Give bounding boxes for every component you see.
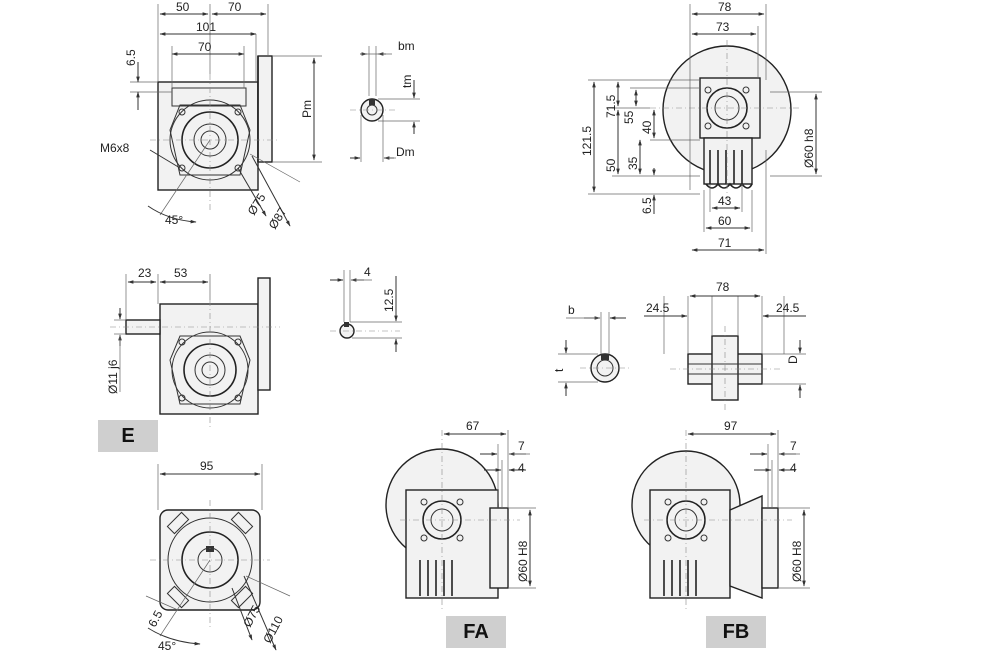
- label-e: E: [98, 420, 158, 452]
- label-fa: FA: [446, 616, 506, 648]
- dim-m6x8: M6x8: [100, 141, 130, 155]
- dim-35: 35: [626, 156, 640, 170]
- dim-24-5-right: 24.5: [776, 301, 800, 315]
- key-detail-e: 4 12.5: [330, 265, 402, 352]
- dim-bm: bm: [398, 39, 415, 53]
- hollow-shaft-view: b t 24.5 78 24.5 D: [552, 280, 806, 410]
- dim-6-5-right: 6.5: [640, 197, 654, 214]
- dim-4-key: 4: [364, 265, 371, 279]
- dim-D: D: [786, 355, 800, 364]
- dim-70-top: 70: [228, 0, 242, 14]
- fa-view: 67 7 4 Ø60 H8: [385, 419, 536, 610]
- angle-45: 45°: [165, 213, 183, 227]
- dim-70: 70: [198, 40, 212, 54]
- dim-t: t: [552, 368, 566, 372]
- dim-78-hollow: 78: [716, 280, 730, 294]
- dim-d60-h8-fa: Ø60 H8: [516, 540, 530, 582]
- dim-43: 43: [718, 194, 732, 208]
- dim-pm: Pm: [300, 100, 314, 118]
- dim-71: 71: [718, 236, 732, 250]
- dim-4-fa: 4: [518, 461, 525, 475]
- dim-6-5: 6.5: [124, 49, 138, 66]
- dim-55: 55: [622, 110, 636, 124]
- dim-7-fb: 7: [790, 439, 797, 453]
- top-left-view: 50 70 101 70 6.5 Pm M6x8 45° Ø75 Ø87: [100, 0, 322, 232]
- dim-50: 50: [176, 0, 190, 14]
- dim-60: 60: [718, 214, 732, 228]
- dim-d110: Ø110: [260, 613, 286, 645]
- dim-121-5: 121.5: [580, 126, 594, 156]
- dim-78-top: 78: [718, 0, 732, 14]
- dim-73: 73: [716, 20, 730, 34]
- dim-53: 53: [174, 266, 188, 280]
- dim-12-5: 12.5: [382, 288, 396, 312]
- dim-4-fb: 4: [790, 461, 797, 475]
- dim-50: 50: [604, 158, 618, 172]
- dim-95: 95: [200, 459, 214, 473]
- shaft-e-view: 23 53 Ø11 j6: [106, 266, 280, 430]
- dim-d60-h8: Ø60 h8: [802, 128, 816, 168]
- dim-23: 23: [138, 266, 152, 280]
- dim-tm: tm: [400, 75, 414, 88]
- dim-67: 67: [466, 419, 480, 433]
- dim-24-5-left: 24.5: [646, 301, 670, 315]
- fb-view: 97 7 4 Ø60 H8: [631, 419, 810, 610]
- dim-d60-h8-fb: Ø60 H8: [790, 540, 804, 582]
- dim-d11-j6: Ø11 j6: [106, 359, 120, 394]
- dim-40: 40: [640, 120, 654, 134]
- label-fb: FB: [706, 616, 766, 648]
- dim-101: 101: [196, 20, 216, 34]
- dim-b: b: [568, 303, 575, 317]
- flange-bottom-view: 95 45° Ø75 Ø110 6.5: [145, 459, 291, 653]
- dim-dm: Dm: [396, 145, 415, 159]
- dim-71-5: 71.5: [604, 94, 618, 118]
- dim-6-5-bottom: 6.5: [145, 608, 165, 630]
- dim-97: 97: [724, 419, 738, 433]
- key-detail-top: bm tm Dm: [350, 39, 420, 162]
- angle-45-bottom: 45°: [158, 639, 176, 653]
- top-right-view: 78 73 121.5 71.5 55 40 50 35 6.5 43 60: [580, 0, 822, 254]
- dim-7-fa: 7: [518, 439, 525, 453]
